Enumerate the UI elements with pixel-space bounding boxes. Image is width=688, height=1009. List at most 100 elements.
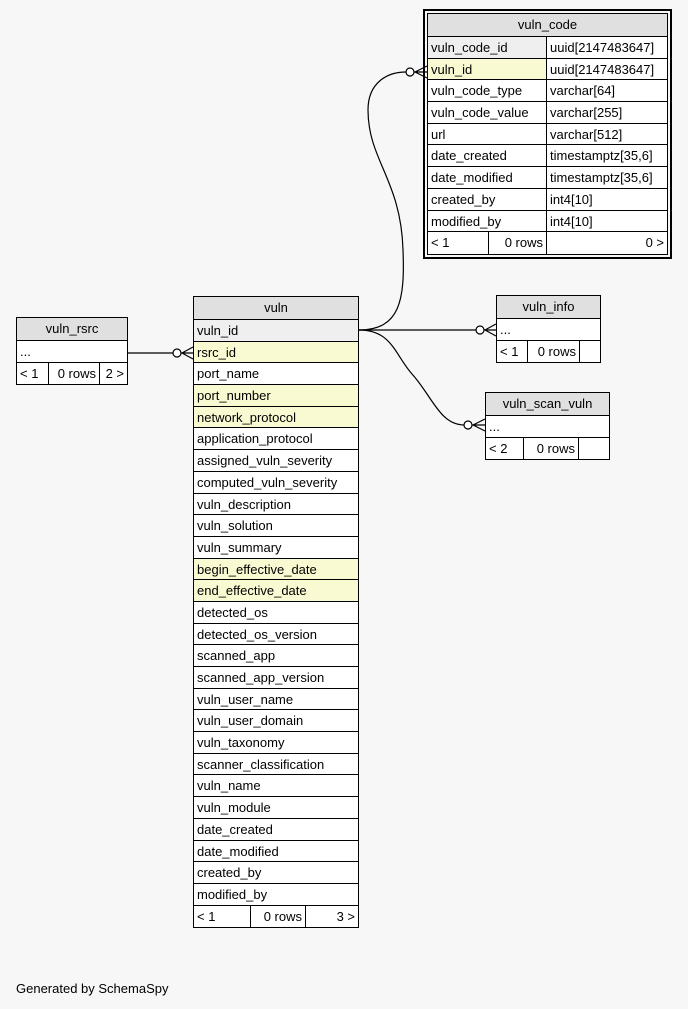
column-name: begin_effective_date [197,561,317,577]
column-name: vuln_summary [197,539,282,555]
column-name: rsrc_id [197,344,237,360]
table-row[interactable]: scanned_app_version [194,667,358,689]
table-row[interactable]: vuln_summary [194,537,358,559]
column-type: varchar[64] [546,80,667,102]
table-row[interactable]: vuln_code_id uuid[2147483647] [428,37,667,59]
table-row[interactable]: application_protocol [194,428,358,451]
footer-parents[interactable]: < 2 [489,440,508,456]
column-name: detected_os_version [197,626,317,642]
column-name: network_protocol [197,409,296,425]
footer-parents[interactable]: < 1 [197,908,216,924]
column-name: created_by [431,191,496,207]
table-row[interactable]: vuln_code_type varchar[64] [428,80,667,103]
column-name: scanner_classification [197,756,325,772]
table-row[interactable]: date_created timestamptz[35,6] [428,145,667,168]
footer-children[interactable]: 2 > [99,362,127,385]
table-row[interactable]: vuln_id [194,320,358,342]
column-name: ... [500,322,511,337]
generated-by-label: Generated by SchemaSpy [16,981,169,996]
column-name: vuln_name [197,778,261,794]
table-row[interactable]: date_modified [194,841,358,863]
table-title[interactable]: vuln [194,297,358,320]
table-row[interactable]: begin_effective_date [194,558,358,581]
table-row[interactable]: ... [17,341,127,363]
column-name: vuln_user_name [197,691,294,707]
column-type: varchar[255] [546,102,667,123]
footer-rows: 0 rows [250,905,305,928]
table-row[interactable]: vuln_user_name [194,689,358,711]
table-row[interactable]: scanner_classification [194,754,358,776]
column-name: modified_by [197,886,268,902]
table-row[interactable]: vuln_name [194,775,358,798]
table-title[interactable]: vuln_code [428,14,667,37]
table-row[interactable]: scanned_app [194,645,358,667]
footer-parents[interactable]: < 1 [431,235,450,251]
link-vuln-rsrc-to-vuln [128,346,194,360]
table-row[interactable]: computed_vuln_severity [194,472,358,494]
column-name: vuln_solution [197,518,273,534]
table-row[interactable]: detected_os [194,602,358,624]
column-name: vuln_id [431,61,473,77]
column-type: uuid[2147483647] [546,37,667,58]
column-name: ... [20,344,31,359]
column-type: int4[10] [546,210,667,232]
column-name: vuln_id [197,323,239,338]
footer-parents[interactable]: < 1 [500,343,519,359]
column-name: scanned_app [197,648,276,664]
table-row[interactable]: created_by [194,862,358,884]
table-row[interactable]: rsrc_id [194,341,358,364]
table-title[interactable]: vuln_scan_vuln [486,393,609,416]
footer-children[interactable]: 3 > [305,905,358,928]
column-name: application_protocol [197,431,313,447]
footer-parents[interactable]: < 1 [20,365,39,381]
table-row[interactable]: vuln_taxonomy [194,732,358,754]
table-row[interactable]: date_created [194,819,358,841]
table-row[interactable]: ... [486,416,609,438]
table-row[interactable]: port_number [194,385,358,407]
table-row[interactable]: vuln_module [194,797,358,819]
table-row[interactable]: network_protocol [194,406,358,429]
column-name: date_created [431,148,507,164]
column-type: timestamptz[35,6] [546,167,667,188]
link-vuln-to-vuln-code [358,65,428,331]
column-type: timestamptz[35,6] [546,145,667,167]
link-vuln-to-vuln-info [359,323,497,337]
table-row[interactable]: modified_by [194,884,358,906]
table-row[interactable]: detected_os_version [194,624,358,646]
column-name: vuln_code_id [431,40,508,55]
table-row[interactable]: ... [497,319,600,341]
column-name: scanned_app_version [197,670,325,685]
table-row[interactable]: vuln_user_domain [194,710,358,733]
footer-rows: 0 rows [488,232,546,254]
table-row[interactable]: end_effective_date [194,580,358,602]
column-name: vuln_code_type [431,83,523,99]
table-row[interactable]: vuln_description [194,494,358,516]
table-row[interactable]: vuln_id uuid[2147483647] [428,58,667,81]
column-name: vuln_user_domain [197,713,304,729]
footer-children[interactable]: 0 > [546,232,667,254]
footer-children[interactable] [578,437,609,460]
table-row[interactable]: assigned_vuln_severity [194,450,358,472]
table-row[interactable]: port_name [194,363,358,386]
table-title[interactable]: vuln_info [497,296,600,319]
table-row[interactable]: vuln_solution [194,515,358,537]
column-type: uuid[2147483647] [546,58,667,80]
column-name: detected_os [197,604,268,620]
table-title[interactable]: vuln_rsrc [17,318,127,341]
footer-children[interactable] [579,340,600,363]
